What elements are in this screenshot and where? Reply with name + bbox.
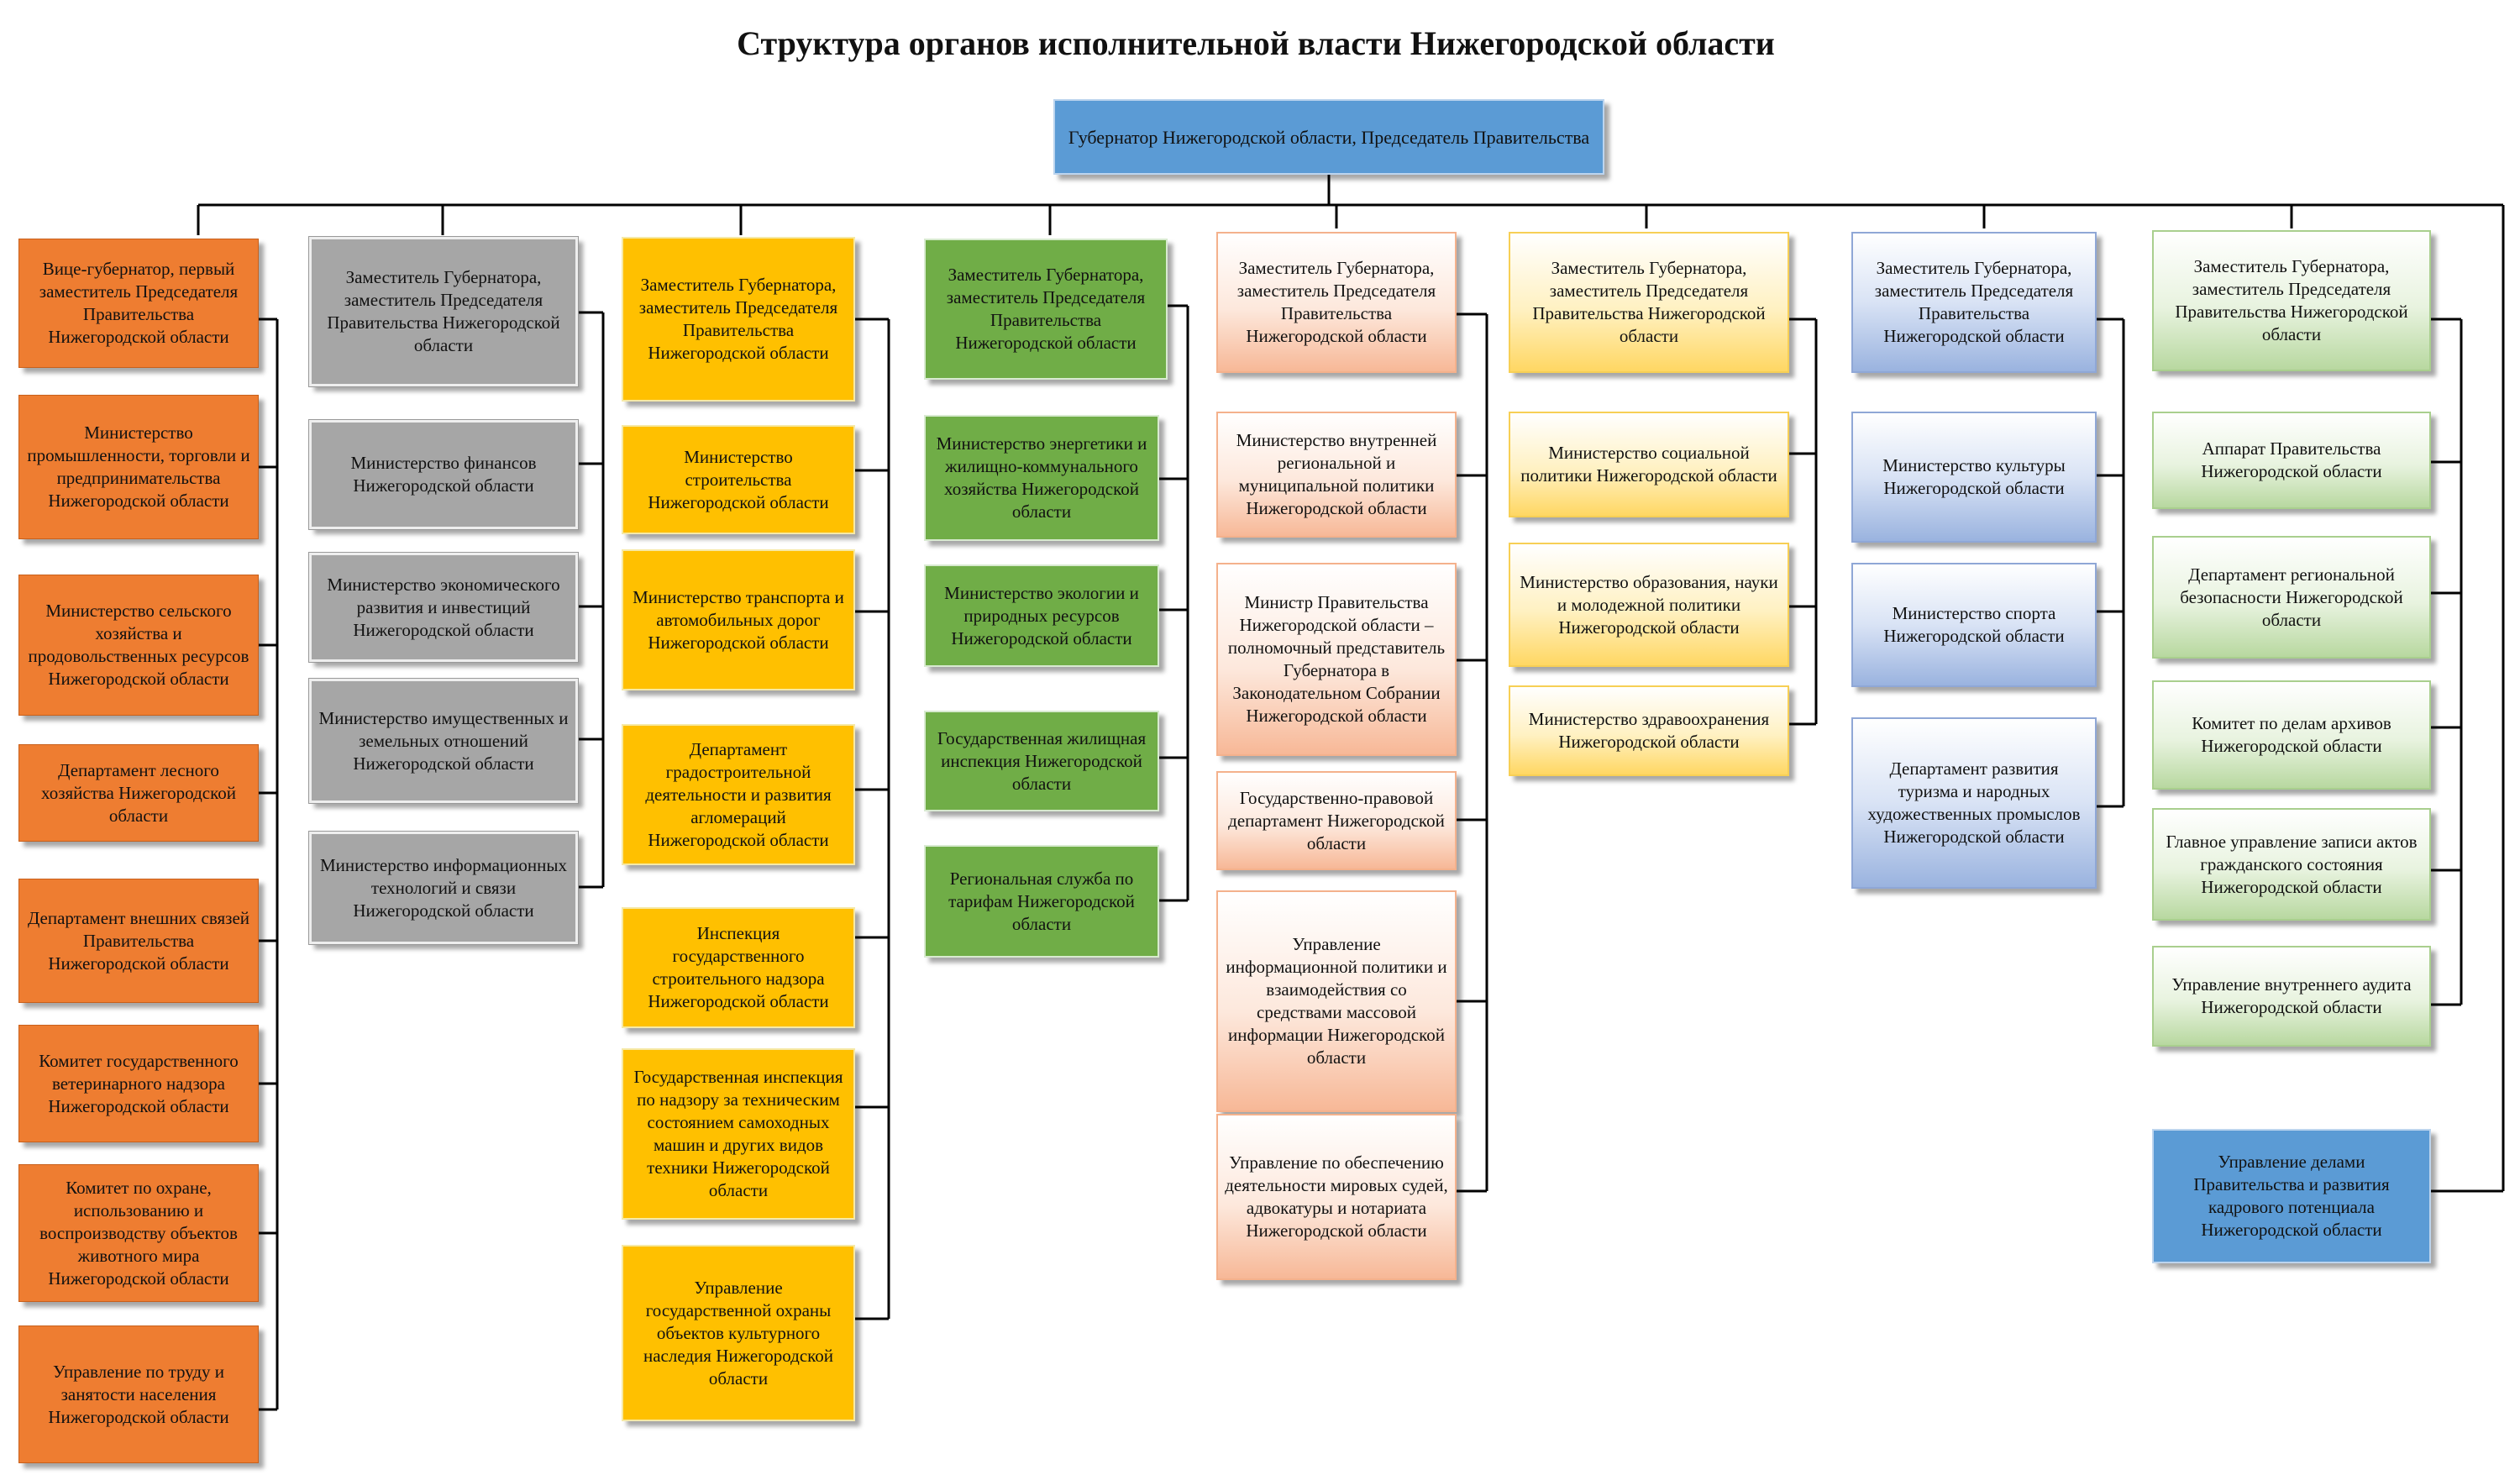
col3-header[interactable]: Заместитель Губернатора, заместитель Пре… — [622, 237, 855, 402]
col5-item[interactable]: Министр Правительства Нижегородской обла… — [1216, 563, 1457, 756]
col6-item[interactable]: Министерство образования, науки и молоде… — [1509, 543, 1789, 667]
col8-item[interactable]: Департамент региональной безопасности Ни… — [2152, 536, 2431, 659]
col1-item[interactable]: Министерство промышленности, торговли и … — [18, 395, 259, 539]
col1-header[interactable]: Вице-губернатор, первый заместитель Пред… — [18, 239, 259, 368]
col7-item[interactable]: Министерство спорта Нижегородской област… — [1851, 563, 2097, 687]
col1-item[interactable]: Комитет по охране, использованию и воспр… — [18, 1164, 259, 1302]
col2-item[interactable]: Министерство информационных технологий и… — [308, 831, 579, 945]
col8-item[interactable]: Главное управление записи актов гражданс… — [2152, 808, 2431, 921]
col3-item[interactable]: Департамент градостроительной деятельнос… — [622, 724, 855, 865]
col5-item[interactable]: Министерство внутренней региональной и м… — [1216, 412, 1457, 538]
col1-item[interactable]: Департамент внешних связей Правительства… — [18, 879, 259, 1003]
col6-item[interactable]: Министерство здравоохранения Нижегородск… — [1509, 685, 1789, 776]
col4-item[interactable]: Министерство энергетики и жилищно-коммун… — [924, 415, 1159, 541]
col1-item[interactable]: Управление по труду и занятости населени… — [18, 1325, 259, 1463]
col3-item[interactable]: Инспекция государственного строительного… — [622, 907, 855, 1028]
col7-item[interactable]: Министерство культуры Нижегородской обла… — [1851, 412, 2097, 543]
col8-item[interactable]: Управление внутреннего аудита Нижегородс… — [2152, 946, 2431, 1047]
col6-header[interactable]: Заместитель Губернатора, заместитель Пре… — [1509, 232, 1789, 373]
col5-item[interactable]: Управление информационной политики и вза… — [1216, 890, 1457, 1112]
col4-header[interactable]: Заместитель Губернатора, заместитель Пре… — [924, 239, 1168, 380]
governor-box[interactable]: Губернатор Нижегородской области, Предсе… — [1053, 99, 1604, 175]
col3-item[interactable]: Министерство транспорта и автомобильных … — [622, 549, 855, 690]
col5-item[interactable]: Управление по обеспечению деятельности м… — [1216, 1114, 1457, 1280]
col1-item[interactable]: Комитет государственного ветеринарного н… — [18, 1025, 259, 1142]
col3-item[interactable]: Управление государственной охраны объект… — [622, 1245, 855, 1421]
col1-item[interactable]: Министерство сельского хозяйства и продо… — [18, 575, 259, 716]
col2-item[interactable]: Министерство финансов Нижегородской обла… — [308, 419, 579, 530]
chart-title: Структура органов исполнительной власти … — [737, 24, 1775, 62]
col4-item[interactable]: Региональная служба по тарифам Нижегород… — [924, 845, 1159, 958]
col2-header[interactable]: Заместитель Губернатора, заместитель Пре… — [308, 236, 579, 387]
col7-header[interactable]: Заместитель Губернатора, заместитель Пре… — [1851, 232, 2097, 373]
col1-item[interactable]: Департамент лесного хозяйства Нижегородс… — [18, 744, 259, 842]
administration-box[interactable]: Управление делами Правительства и развит… — [2152, 1129, 2431, 1263]
col6-item[interactable]: Министерство социальной политики Нижегор… — [1509, 412, 1789, 517]
col2-item[interactable]: Министерство экономического развития и и… — [308, 552, 579, 663]
col8-header[interactable]: Заместитель Губернатора, заместитель Пре… — [2152, 230, 2431, 371]
col4-item[interactable]: Министерство экологии и природных ресурс… — [924, 564, 1159, 667]
col8-item[interactable]: Комитет по делам архивов Нижегородской о… — [2152, 680, 2431, 790]
col5-header[interactable]: Заместитель Губернатора, заместитель Пре… — [1216, 232, 1457, 373]
col7-item[interactable]: Департамент развития туризма и народных … — [1851, 717, 2097, 889]
col8-item[interactable]: Аппарат Правительства Нижегородской обла… — [2152, 412, 2431, 509]
col3-item[interactable]: Государственная инспекция по надзору за … — [622, 1048, 855, 1220]
col4-item[interactable]: Государственная жилищная инспекция Нижег… — [924, 711, 1159, 811]
col2-item[interactable]: Министерство имущественных и земельных о… — [308, 678, 579, 804]
col5-item[interactable]: Государственно-правовой департамент Ниже… — [1216, 771, 1457, 870]
col3-item[interactable]: Министерство строительства Нижегородской… — [622, 425, 855, 534]
